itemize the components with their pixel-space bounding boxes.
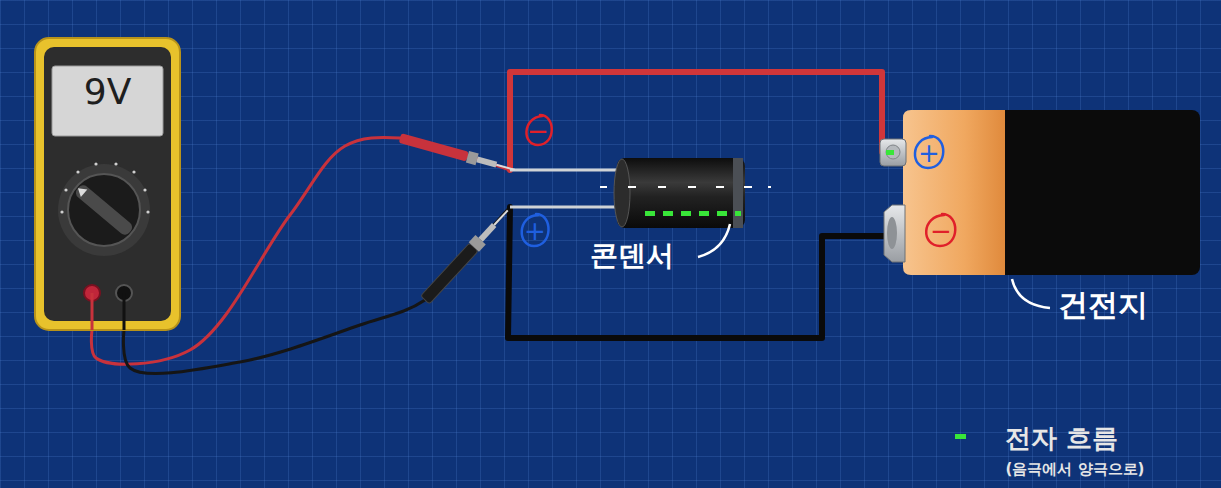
multimeter: [73, 183, 134, 237]
capacitor: [614, 159, 630, 227]
electron-dash: [735, 211, 741, 216]
black-probe: [478, 223, 496, 242]
multimeter: [146, 210, 149, 213]
battery: [887, 217, 897, 249]
meter-reading: 9V: [52, 72, 163, 112]
battery: [886, 145, 900, 159]
leader-line: [1012, 279, 1050, 308]
capacitor: [617, 158, 745, 228]
electron-dash: [663, 211, 673, 216]
black-probe: [494, 210, 508, 225]
multimeter: [60, 162, 149, 213]
electron-dash: [681, 211, 691, 216]
red-wire: [510, 72, 903, 170]
multimeter: [60, 210, 63, 213]
leader-line: [698, 224, 730, 257]
polarity-mark: +: [918, 140, 940, 166]
charge-dash: [688, 186, 696, 188]
red-probe: [496, 165, 514, 170]
electron-dash: [886, 150, 894, 155]
legend-text: 전자 흐름: [1005, 424, 1118, 453]
multimeter: [91, 293, 94, 330]
multimeter: [123, 293, 126, 330]
multimeter: [35, 38, 180, 330]
electron-dash: [645, 211, 741, 216]
charge-dash: [768, 186, 771, 188]
capacitor: [510, 206, 622, 209]
electron-dash: [717, 211, 727, 216]
polarity-mark: −: [930, 218, 952, 244]
multimeter: [75, 184, 88, 197]
battery: [880, 139, 906, 166]
legend-swatch: [955, 434, 966, 439]
multimeter: [114, 162, 117, 165]
battery: [884, 205, 905, 262]
electron-dash: [645, 211, 655, 216]
charge-dash: [600, 186, 607, 188]
multimeter-body: 9V: [35, 38, 180, 330]
charge-dash: [628, 186, 636, 188]
charge-dash: [716, 186, 724, 188]
multimeter: [143, 188, 146, 191]
multimeter: [94, 162, 97, 165]
part-name: 콘덴서: [590, 241, 674, 272]
multimeter: [64, 188, 67, 191]
annotation-circle: [526, 115, 551, 145]
capacitor-part: 콘덴서: [510, 155, 750, 231]
polarity-mark: −: [527, 118, 549, 144]
multimeter: [68, 174, 140, 246]
red-probe: [476, 156, 497, 167]
electron-dash: [699, 211, 709, 216]
legend-note: (음극에서 양극으로): [1006, 462, 1145, 477]
probe-cable: [123, 207, 510, 374]
multimeter: [44, 47, 171, 321]
battery: [880, 110, 1200, 308]
red-probe: [466, 151, 479, 165]
multimeter: [73, 183, 134, 237]
annotation-circle: [926, 214, 955, 246]
black-probe: [420, 206, 513, 305]
polarity-mark: +: [524, 218, 546, 244]
multimeter: [76, 170, 79, 173]
charge-dash: [658, 186, 666, 188]
multimeter: [132, 170, 135, 173]
capacitor: [733, 158, 743, 228]
black-probe: [421, 243, 479, 304]
charge-dash: [600, 186, 771, 188]
annotation-circle: [915, 136, 943, 168]
battery: [990, 110, 1200, 275]
charge-dash: [744, 186, 752, 188]
annotation-circle: [522, 115, 956, 246]
multimeter: [35, 38, 180, 330]
annotation-circle: [522, 214, 549, 246]
red-probe: [399, 133, 469, 161]
red-probe: [398, 132, 516, 175]
multimeter: [52, 66, 163, 136]
battery-part: 건전지: [903, 110, 1200, 275]
capacitor: [510, 169, 622, 172]
part-name: 건전지: [1058, 288, 1148, 321]
multimeter: [58, 164, 150, 256]
battery: [903, 110, 1005, 275]
